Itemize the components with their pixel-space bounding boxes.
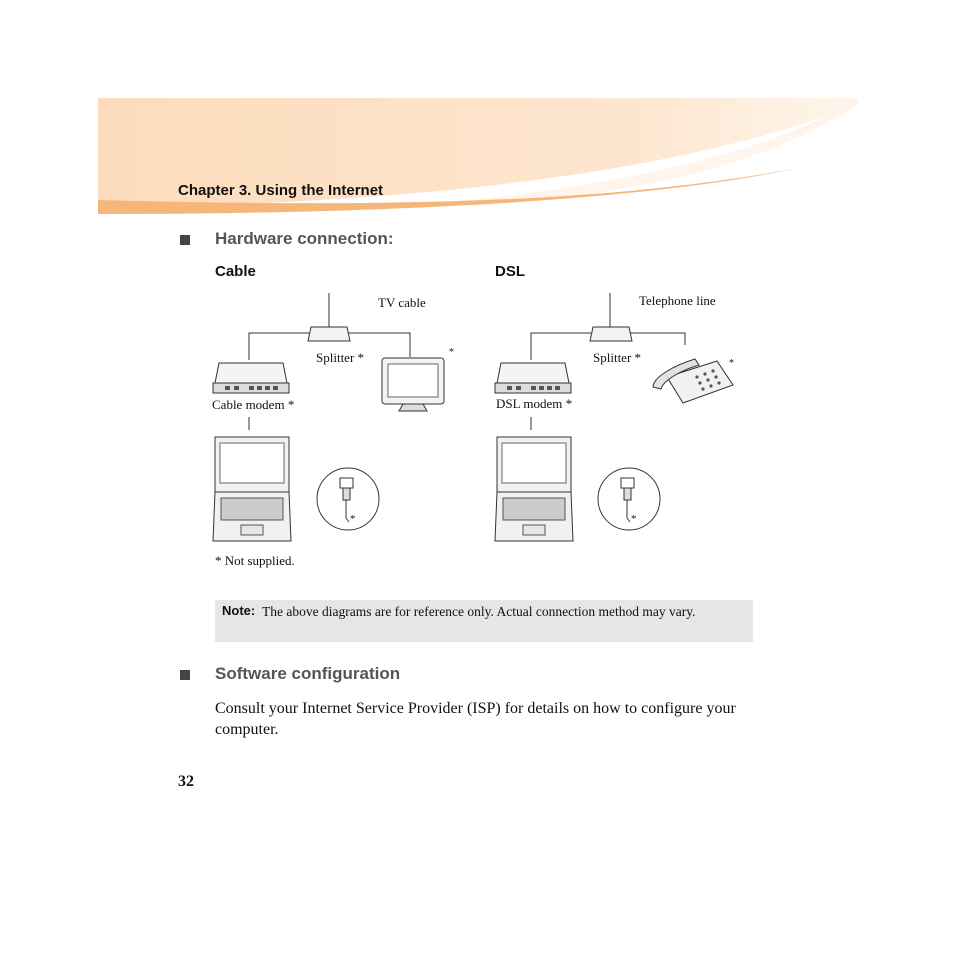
phone-not-supplied-star: *	[729, 358, 734, 369]
dsl-port-star: *	[631, 513, 637, 525]
network-port-closeup-icon	[316, 467, 380, 531]
dsl-title: DSL	[495, 263, 525, 280]
laptop-icon	[494, 436, 574, 542]
tv-not-supplied-star: *	[449, 347, 454, 358]
page-number: 32	[178, 773, 194, 790]
software-configuration-heading: Software configuration	[215, 664, 401, 683]
chapter-title: Chapter 3. Using the Internet	[178, 182, 384, 199]
connection-diagram	[212, 293, 734, 542]
tv-monitor-icon	[381, 357, 445, 412]
dsl-modem-icon	[494, 362, 572, 394]
tv-cable-label: TV cable	[378, 295, 426, 310]
cable-title: Cable	[215, 263, 256, 280]
splitter-icon	[589, 326, 633, 342]
note-text: The above diagrams are for reference onl…	[262, 604, 696, 619]
cable-modem-label: Cable modem *	[212, 397, 295, 412]
cable-modem-icon	[212, 362, 290, 394]
cable-splitter-label: Splitter *	[316, 350, 365, 365]
bullet-square-icon	[180, 670, 190, 680]
network-port-closeup-icon	[597, 467, 661, 531]
splitter-icon	[307, 326, 351, 342]
chapter-header-band	[98, 98, 858, 214]
note-label: Note:	[222, 603, 256, 618]
cable-port-star: *	[350, 513, 356, 525]
telephone-icon	[652, 358, 734, 404]
dsl-modem-label: DSL modem *	[496, 396, 573, 411]
note-box	[215, 600, 753, 642]
telephone-line-label: Telephone line	[639, 293, 716, 308]
software-body-text: Consult your Internet Service Provider (…	[215, 700, 736, 738]
footnote: * Not supplied.	[215, 553, 295, 568]
dsl-splitter-label: Splitter *	[593, 350, 642, 365]
laptop-icon	[212, 436, 292, 542]
hardware-connection-heading: Hardware connection:	[215, 229, 394, 248]
bullet-square-icon	[180, 235, 190, 245]
